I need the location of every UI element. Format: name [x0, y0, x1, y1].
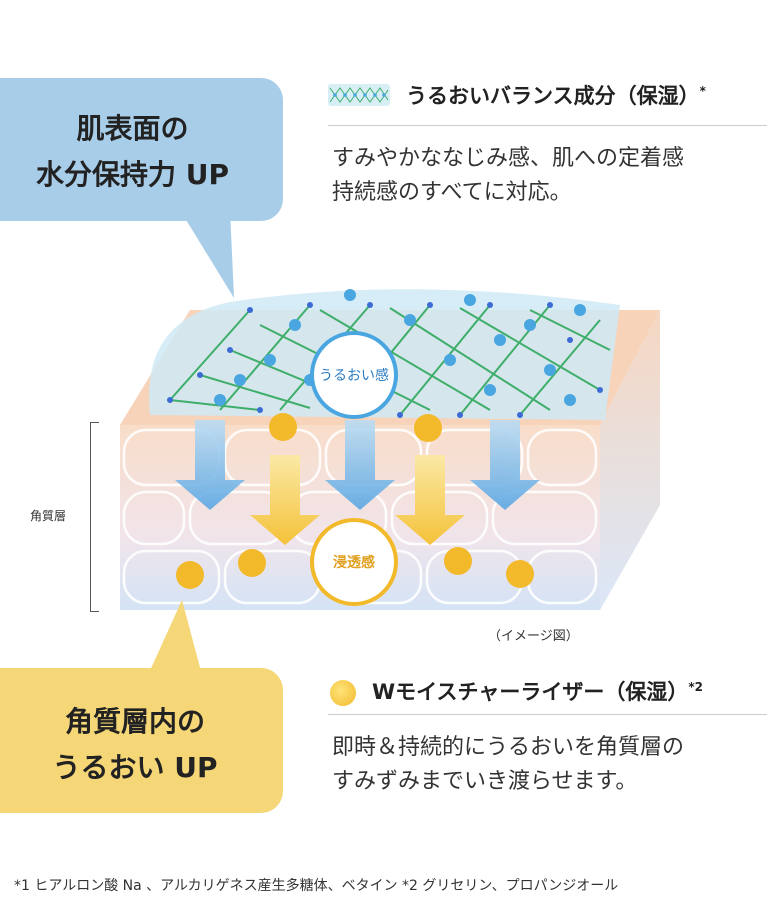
yellow-dot-icon — [330, 680, 356, 706]
section1-heading-sup: * — [699, 84, 706, 98]
callout-surface-line2: 水分保持力 UP — [35, 158, 229, 191]
penetration-label: 浸透感 — [333, 554, 375, 571]
section1-desc-line1: すみやかななじみ感、肌への定着感 — [332, 146, 685, 171]
surface-label-circle — [310, 331, 398, 419]
section2-heading: Wモイスチャーライザー（保湿）*2 — [372, 676, 703, 706]
section2-heading-text: Wモイスチャーライザー（保湿） — [372, 680, 689, 704]
section1-desc-line2: 持続感のすべてに対応。 — [332, 180, 572, 205]
divider — [328, 714, 767, 715]
callout-inner-text: 角質層内の うるおい UP — [0, 699, 270, 791]
callout-inner-line2: うるおい UP — [52, 751, 218, 784]
section1-description: すみやかななじみ感、肌への定着感 持続感のすべてに対応。 — [332, 142, 684, 210]
divider — [328, 125, 767, 126]
callout-inner-line1: 角質層内の — [64, 705, 205, 738]
stratum-corneum-label: 角質層 — [30, 509, 67, 523]
section2-description: 即時＆持続的にうるおいを角質層の すみずみまでいき渡らせます。 — [332, 731, 684, 799]
image-caption: （イメージ図） — [488, 629, 579, 644]
section2-heading-sup: *2 — [688, 680, 703, 694]
callout-surface — [0, 78, 283, 221]
layer-bracket — [90, 422, 99, 612]
section1-heading: うるおいバランス成分（保湿）* — [406, 80, 706, 110]
callout-tail — [180, 210, 234, 298]
callout-surface-text: 肌表面の 水分保持力 UP — [0, 106, 265, 198]
net-pattern-icon — [328, 84, 390, 106]
section2-desc-line1: 即時＆持続的にうるおいを角質層の — [332, 735, 685, 760]
section2-desc-line2: すみずみまでいき渡らせます。 — [332, 769, 638, 794]
section1-heading-text: うるおいバランス成分（保湿） — [406, 84, 700, 108]
surface-label: うるおい感 — [319, 367, 389, 384]
skin-layer-illustration: うるおい感 浸透感 — [120, 289, 660, 610]
callout-surface-line1: 肌表面の — [76, 112, 189, 145]
penetration-label-circle — [310, 518, 398, 606]
footnote: *1 ヒアルロン酸 Na 、アルカリゲネス産生多糖体、ベタイン *2 グリセリン… — [14, 878, 619, 894]
callout-tail — [148, 600, 202, 675]
callout-inner — [0, 668, 283, 813]
